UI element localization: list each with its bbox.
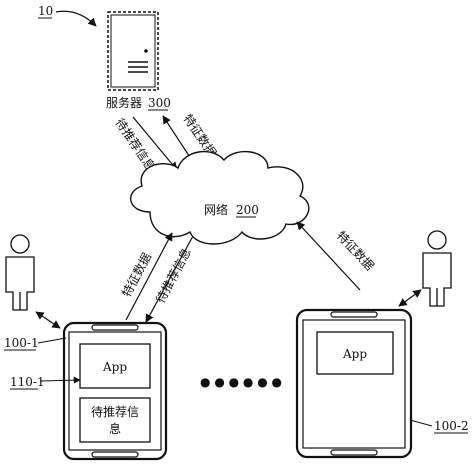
svg-text:10: 10 — [38, 4, 53, 18]
svg-text:App: App — [102, 360, 127, 374]
svg-text:网络: 网络 — [204, 202, 228, 217]
network-cloud — [130, 150, 310, 245]
device1-up-arrow — [125, 232, 173, 321]
svg-text:100-2: 100-2 — [434, 419, 469, 433]
server-down-arrow — [132, 116, 178, 171]
svg-text:服务器: 服务器 — [106, 95, 142, 110]
user-left-icon — [5, 234, 35, 311]
svg-text:100-1: 100-1 — [4, 336, 39, 350]
device1-down-arrow — [145, 235, 194, 323]
network-label: 网络 200 — [204, 202, 259, 218]
svg-text:300: 300 — [148, 96, 171, 110]
figure-ref: 10 — [38, 4, 97, 27]
user-right-icon — [422, 230, 452, 307]
user-left-device-arrow — [35, 311, 61, 329]
user-right-device-arrow — [398, 289, 422, 307]
server-down-label: 待推荐信息 — [113, 115, 159, 173]
svg-text:待推荐信: 待推荐信 — [91, 405, 139, 419]
ellipsis: ● ● ● ● ● ● — [200, 375, 282, 389]
device2-ref: 100-2 — [409, 419, 469, 434]
device1-up-label: 特征数据 — [118, 250, 154, 299]
device2-up-label: 特征数据 — [334, 228, 378, 273]
svg-text:200: 200 — [236, 203, 259, 217]
device1-info-box: 待推荐信 息 — [79, 397, 151, 443]
server-label: 服务器 300 — [106, 95, 171, 111]
svg-text:110-1: 110-1 — [10, 375, 45, 389]
server-icon — [107, 11, 159, 91]
device2-app-box: App — [316, 331, 394, 375]
device1-app-ref: 110-1 — [10, 375, 81, 390]
device1-ref: 100-1 — [4, 336, 67, 351]
device2-up-arrow — [296, 221, 361, 291]
device1-down-label: 待推荐信息 — [152, 245, 193, 305]
device1-app-box: App — [79, 343, 151, 389]
svg-text:App: App — [342, 347, 367, 361]
svg-text:息: 息 — [109, 421, 121, 436]
